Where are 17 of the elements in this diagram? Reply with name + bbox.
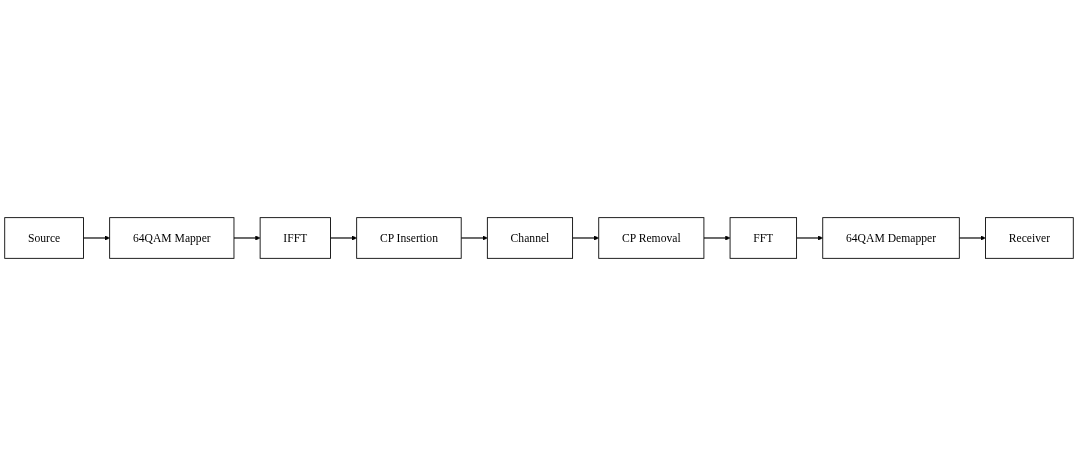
arrow (460, 234, 488, 241)
node-box: 64QAM Demapper (822, 216, 960, 259)
arrow (703, 234, 731, 241)
node-box: IFFT (259, 216, 331, 259)
node-box: FFT (729, 216, 798, 259)
arrow (958, 234, 986, 241)
node-box: CP Removal (598, 216, 705, 259)
node-box: CP Insertion (356, 216, 462, 259)
arrow (233, 234, 261, 241)
arrow (796, 234, 823, 241)
node-box: Receiver (985, 216, 1074, 259)
node-box: Source (4, 216, 84, 259)
arrow (329, 234, 357, 241)
arrow (82, 234, 110, 241)
arrow (572, 234, 599, 241)
node-box: Channel (486, 216, 574, 259)
node-box: 64QAM Mapper (109, 216, 235, 259)
